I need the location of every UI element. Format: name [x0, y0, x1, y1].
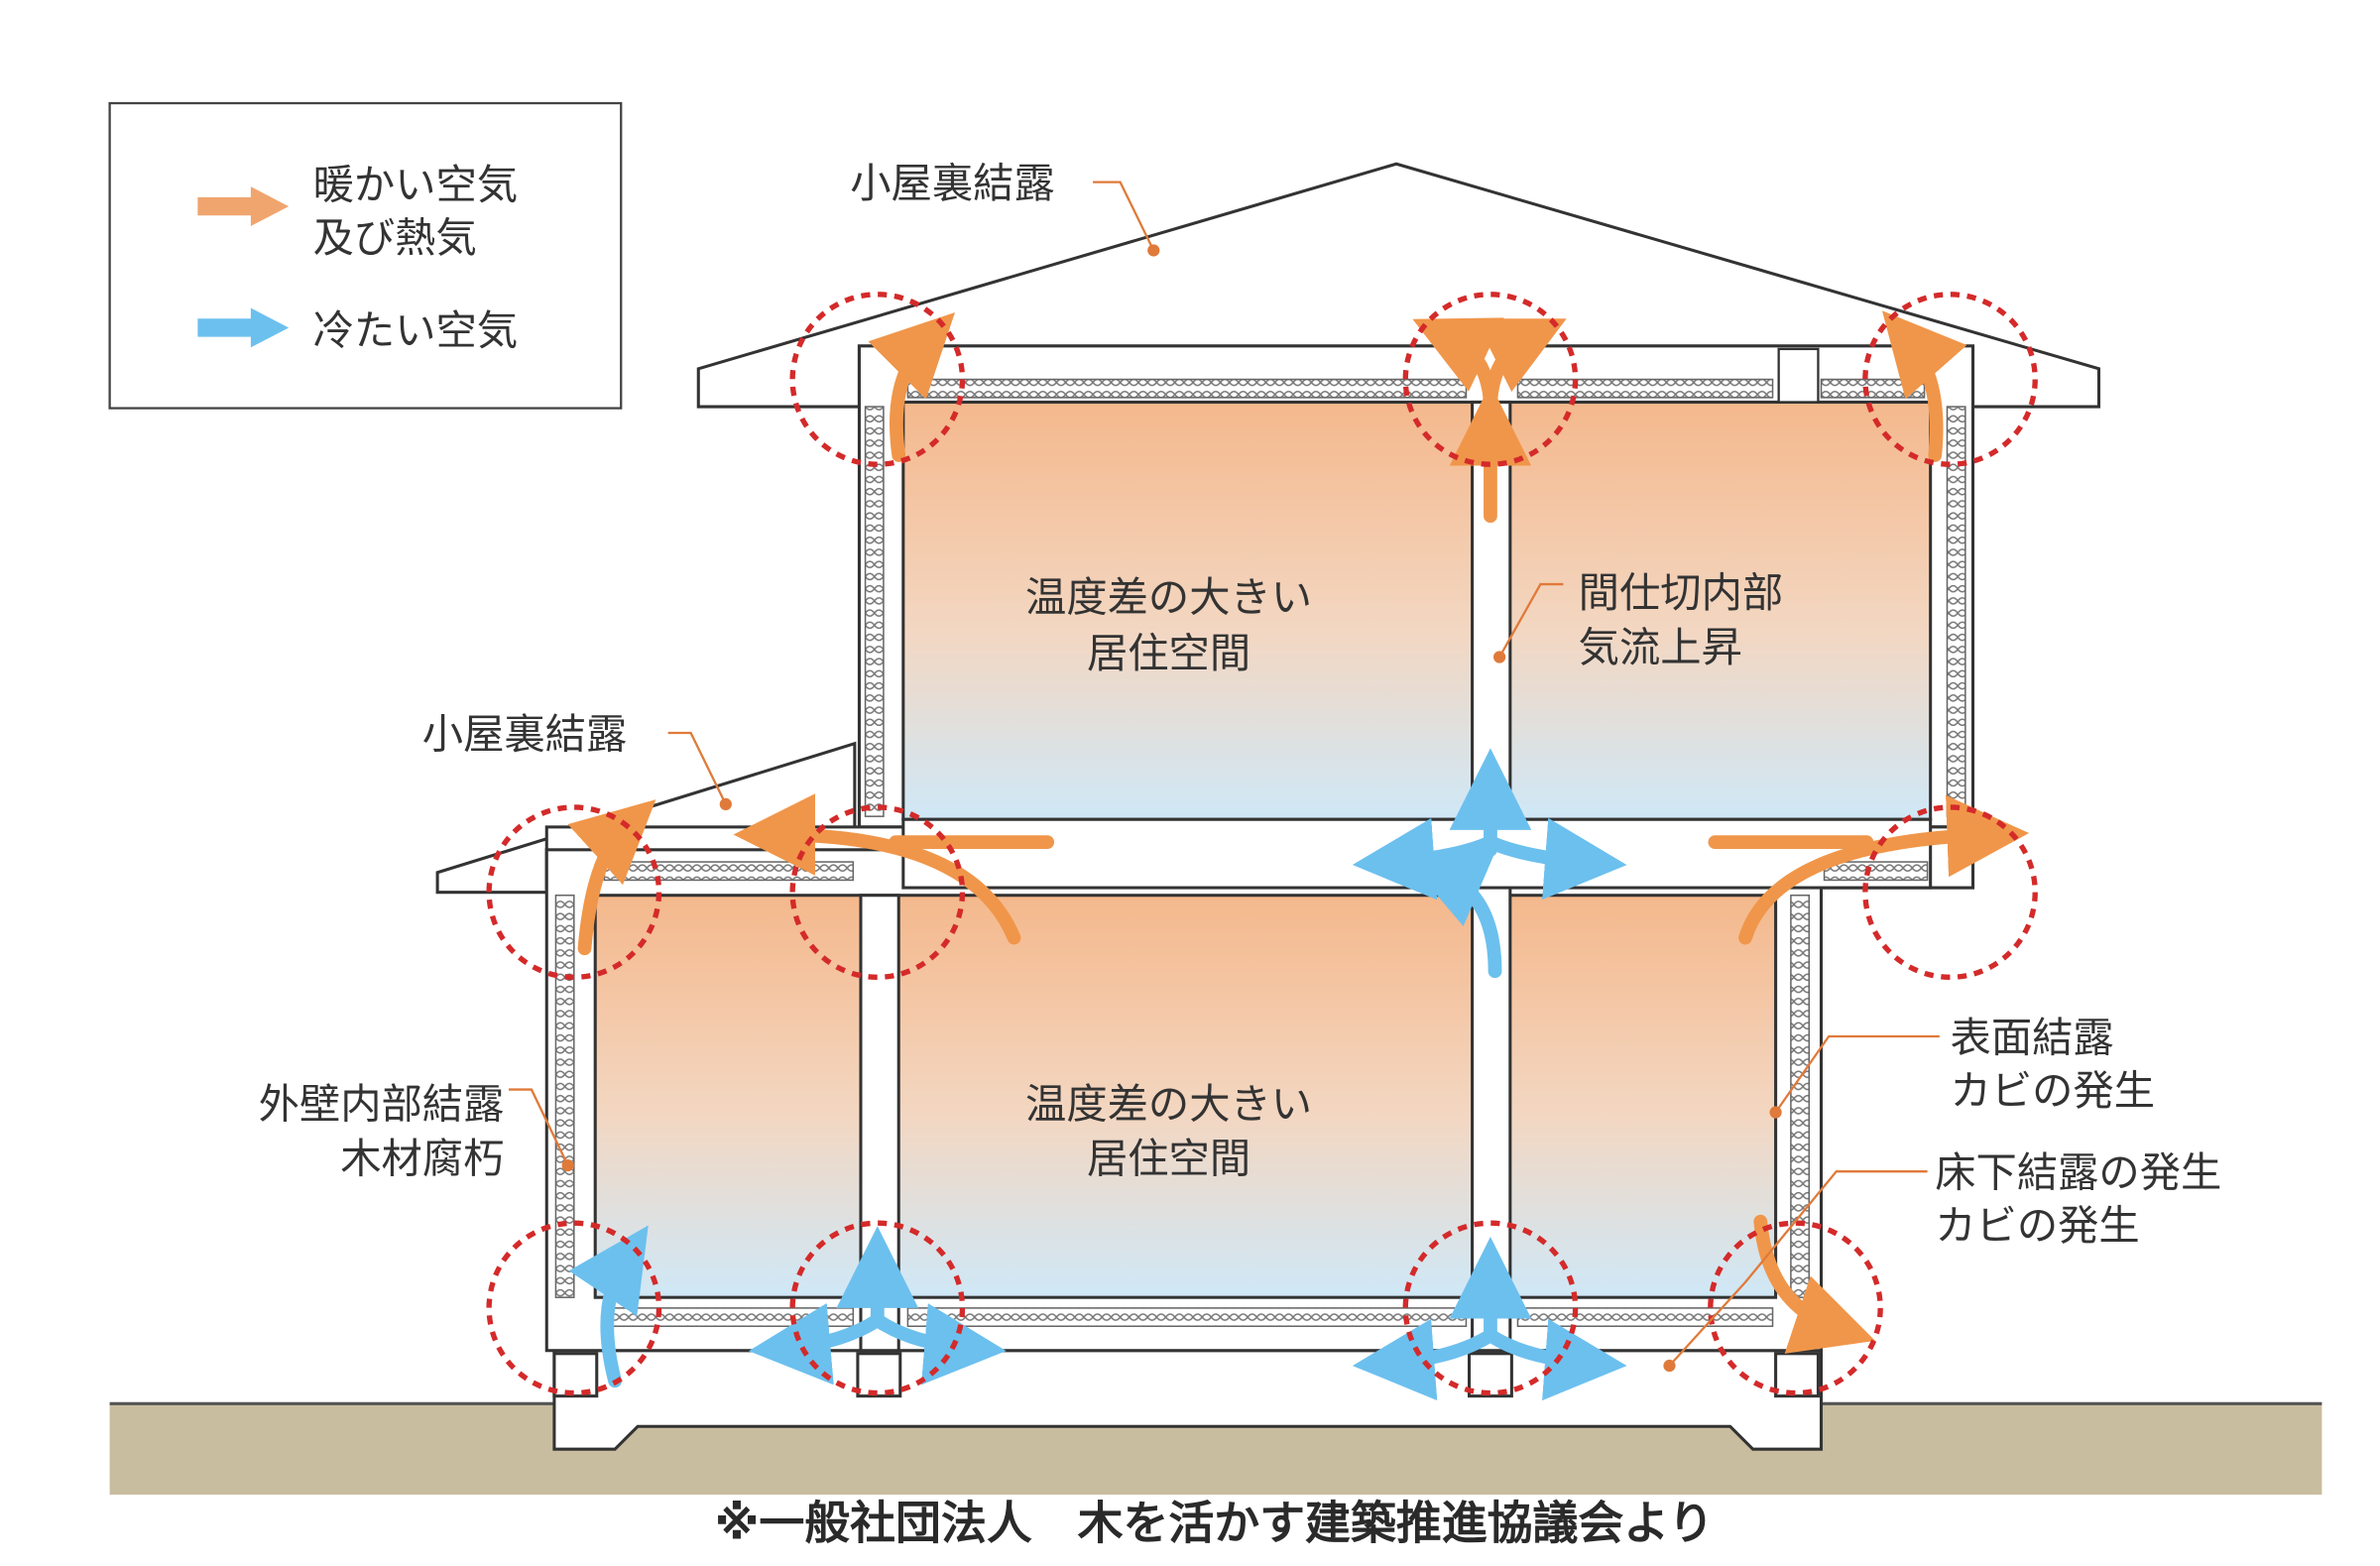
source-footer: ※一般社団法人 木を活かす建築推進協議会より	[715, 1496, 1714, 1549]
label-room-lower-2: 居住空間	[1087, 1136, 1250, 1183]
leader-lines	[509, 181, 1940, 1367]
condensation-circles	[486, 292, 2038, 1396]
warm-air-arrows	[567, 310, 2030, 1354]
lower-room	[593, 894, 1778, 1299]
upper-room	[901, 400, 1933, 821]
label-attic-lower: 小屋裏結露	[422, 710, 627, 758]
warm-arrow-icon	[197, 186, 290, 226]
label-surface-1: 表面結露	[1951, 1014, 2114, 1061]
label-partition-2: 気流上昇	[1579, 624, 1742, 671]
legend-warm-2: 及び熱気	[313, 214, 477, 262]
label-room-upper-1: 温度差の大きい	[1025, 574, 1312, 622]
insulation	[554, 378, 1966, 1328]
label-room-upper-2: 居住空間	[1087, 630, 1250, 677]
label-room-lower-1: 温度差の大きい	[1025, 1081, 1312, 1129]
label-attic-upper: 小屋裏結露	[850, 160, 1054, 207]
label-partition-1: 間仕切内部	[1579, 569, 1783, 617]
label-underfloor-1: 床下結露の発生	[1935, 1148, 2221, 1196]
label-wall-1: 外壁内部結露	[259, 1081, 505, 1129]
label-surface-2: カビの発生	[1951, 1067, 2155, 1115]
legend-cold: 冷たい空気	[313, 306, 518, 354]
legend: 暖かい空気 及び熱気 冷たい空気	[108, 101, 623, 410]
label-wall-2: 木材腐朽	[340, 1136, 504, 1183]
legend-warm-1: 暖かい空気	[313, 161, 518, 208]
label-underfloor-2: カビの発生	[1935, 1202, 2140, 1250]
cold-arrow-icon	[197, 307, 290, 348]
